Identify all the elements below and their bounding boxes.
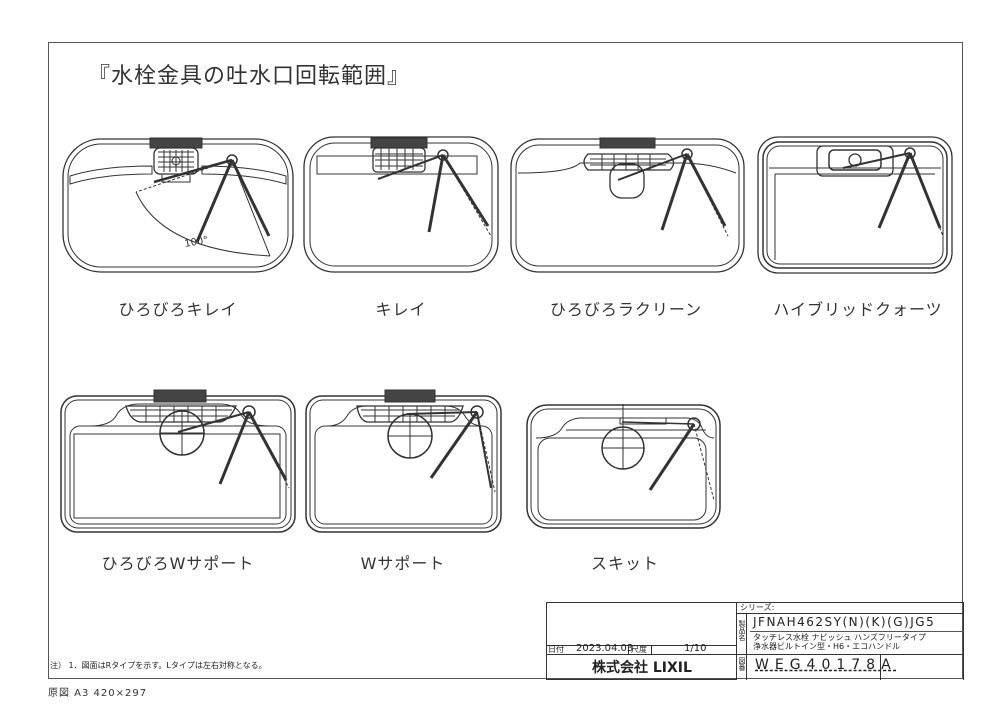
product-name-label: 製品名	[738, 620, 746, 641]
drawing-number-label: 図番	[738, 657, 746, 671]
sink-label: ひろびろキレイ	[118, 300, 238, 319]
product-description-2: 浄水器ビルトイン型・H6・エコハンドル	[753, 642, 901, 651]
sink-label: Wサポート	[360, 554, 446, 573]
sink-label: ひろびろWサポート	[101, 554, 255, 573]
sink-drawing-skit	[526, 404, 721, 529]
sink-drawing-w-support	[305, 388, 502, 533]
series-label: シリーズ:	[740, 603, 775, 612]
sink-drawing-hirobiro-raclean	[510, 137, 745, 273]
sink-label: スキット	[590, 554, 659, 573]
product-description-1: タッチレス水栓 ナビッシュ ハンズフリータイプ	[753, 633, 926, 642]
drawing-frame	[48, 42, 963, 679]
scale-label: 尺度	[631, 645, 647, 654]
paper-size: 原図 A3 420×297	[48, 688, 148, 699]
product-code: JFNAH462SY(N)(K)(G)JG5	[753, 615, 936, 629]
sink-drawing-kirei	[303, 136, 499, 273]
sink-drawing-hirobiro-w-support	[60, 388, 296, 533]
note-text: 注） 1．図面はRタイプを示す。Lタイプは左右対称となる。	[50, 661, 267, 670]
sink-label: ハイブリッドクォーツ	[773, 300, 943, 319]
page-title: 『水栓金具の吐水口回転範囲』	[88, 64, 411, 89]
sink-drawing-hirobiro-kirei: 100°	[62, 137, 294, 273]
sink-drawing-hybrid-quartz	[757, 136, 953, 274]
company-name: 株式会社 LIXIL	[592, 660, 692, 676]
drawing-number: WEG40178A	[755, 657, 897, 673]
date-value: 2023.04.03	[576, 643, 634, 654]
date-label: 日付	[548, 645, 564, 654]
sink-label: ひろびろラクリーン	[549, 300, 703, 319]
sink-label: キレイ	[375, 300, 427, 319]
rotation-angle-label: 100°	[184, 235, 210, 250]
scale-value: 1/10	[684, 643, 707, 654]
